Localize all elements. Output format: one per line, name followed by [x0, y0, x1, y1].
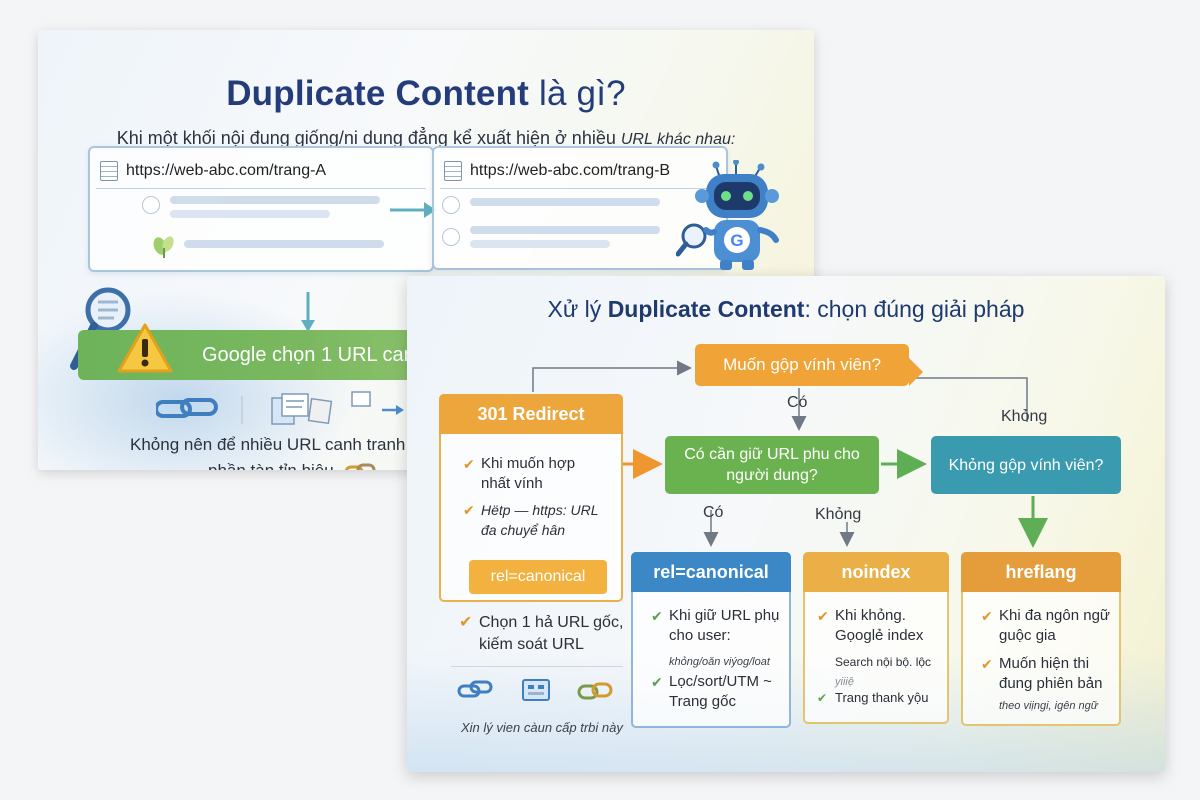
hreflang-item-1-text: Khi đa ngôn ngữ guộc gia: [999, 607, 1110, 644]
solutions-card: Xử lý Duplicate Content: chọn đúng giải …: [407, 276, 1165, 772]
url-bar-b: https://web-abc.com/trang-B: [444, 158, 670, 184]
browser-window-a: https://web-abc.com/trang-A: [88, 146, 434, 272]
label-no-top: Khỏng: [1001, 408, 1048, 425]
canonical-item-2-text: Lọc/sort/UTM ~ Trang gốc: [669, 673, 772, 710]
option-hreflang: hreflang ✔ Khi đa ngôn ngữ guộc gia ✔ Mu…: [961, 552, 1121, 726]
canonical-item-1: ✔ Khi giữ URL phụ cho user: khỏng/oăn vi…: [651, 606, 785, 672]
url-b-text: https://web-abc.com/trang-B: [470, 162, 671, 179]
check-icon: ✔: [817, 608, 829, 624]
check-icon: ✔: [981, 608, 993, 624]
redirect-item-2: ✔ Hëtp — https: URL đa chuyể hân: [463, 500, 617, 540]
redirect-item-2-text: Hëtp — https: URL đa chuyể hân: [481, 502, 599, 538]
check-icon: ✔: [651, 674, 663, 690]
arrow-right-icon: [390, 202, 436, 218]
canonical-title: rel=canonical: [631, 552, 791, 592]
intro-note: Khỏng nên để nhiều URL canh tranh, phần …: [130, 432, 410, 470]
page-icon: [100, 161, 118, 181]
sitemap-icon: [522, 679, 550, 701]
chain-link-icon: [156, 398, 218, 418]
check-icon: ✔: [651, 608, 663, 624]
left-note: ✔ Chọn 1 hả URL gốc, kiếm soát URL: [459, 612, 639, 656]
intro-subtitle: Khi một khối nội đung giống/ni dung đẳng…: [38, 128, 814, 149]
label-no-mid: Khỏng: [815, 506, 862, 523]
label-yes-top: Có: [787, 394, 808, 411]
divider: [451, 666, 623, 667]
hreflang-item-2-text: Muốn hiện thi đung phiên bản: [999, 655, 1103, 692]
placeholder-line: [170, 210, 330, 218]
documents-icon: [271, 393, 333, 425]
noindex-item-1: ✔ Khi khỏng. Gọoglẻ index Search nội bộ.…: [817, 606, 947, 692]
left-note-text: Chọn 1 hả URL gốc, kiếm soát URL: [479, 614, 624, 653]
tool-icons: [457, 679, 613, 701]
placeholder-line: [170, 196, 380, 204]
intro-title-bold: Duplicate Content: [226, 74, 530, 113]
noindex-title: noindex: [803, 552, 949, 592]
canonical-pill: rel=canonical: [469, 560, 607, 594]
intro-note-line1: Khỏng nên để nhiều URL canh tranh,: [130, 435, 411, 454]
url-a-text: https://web-abc.com/trang-A: [126, 162, 327, 179]
placeholder-line: [184, 240, 384, 248]
redirect-item-1: ✔ Khi muốn hợp nhất vính: [463, 454, 601, 494]
solutions-title-bold: Duplicate Content: [607, 296, 805, 322]
solutions-title-part1: Xử lý: [547, 296, 608, 322]
hreflang-item-2: ✔ Muốn hiện thi đung phiên bản theo viịn…: [981, 654, 1119, 716]
placeholder-circle: [442, 228, 460, 246]
url-bar-a: https://web-abc.com/trang-A: [100, 158, 326, 184]
check-icon: ✔: [463, 456, 475, 472]
redirect-title: 301 Redirect: [439, 394, 623, 434]
label-yes-mid: Có: [703, 504, 724, 521]
intro-title-rest: là gì?: [529, 74, 626, 113]
option-noindex: noindex ✔ Khi khỏng. Gọoglẻ index Search…: [803, 552, 949, 724]
noindex-item-2: ✔ Trang thank yộu: [817, 688, 947, 708]
canonical-item-2: ✔ Lọc/sort/UTM ~ Trang gốc: [651, 672, 785, 712]
hreflang-title: hreflang: [961, 552, 1121, 592]
intro-subtitle-text: Khi một khối nội đung giống/ni dung đẳng…: [116, 128, 621, 148]
intro-note-line2: phần tàn tỉn hiệu: [208, 458, 334, 470]
solutions-title: Xử lý Duplicate Content: chọn đúng giải …: [407, 296, 1165, 323]
divider: [440, 188, 720, 189]
check-icon: ✔: [817, 691, 828, 705]
placeholder-circle: [142, 196, 160, 214]
noindex-item-1-small: Search nội bộ. lộc: [835, 655, 932, 669]
chain-link-icon: [457, 680, 493, 698]
footer-note: Xin lý vien càun cấp trbi này: [461, 720, 623, 735]
noindex-item-2-text: Trang thank yộu: [835, 690, 929, 705]
leaf-icon: [153, 236, 174, 258]
solutions-title-part2: : chọn đúng giải pháp: [804, 296, 1025, 322]
hreflang-item-2-small: theo viịngi, igên ngữ: [999, 700, 1098, 712]
question-not-merge: Khỏng gộp vính viên?: [931, 436, 1121, 494]
hreflang-item-1: ✔ Khi đa ngôn ngữ guộc gia: [981, 606, 1115, 646]
noindex-item-1-small2: yiiiệ: [835, 676, 854, 688]
page-icon: [444, 161, 462, 181]
question-merge-permanent: Muốn gộp vính viên?: [695, 344, 923, 386]
intro-note-line2-row: phần tàn tỉn hiệu: [130, 458, 410, 470]
canonical-item-1-text: Khi giữ URL phụ cho user:: [669, 607, 780, 644]
noindex-item-1-text: Khi khỏng. Gọoglẻ index: [835, 607, 924, 644]
redirect-item-1-text: Khi muốn hợp nhất vính: [481, 455, 576, 492]
placeholder-line: [470, 240, 610, 248]
canonical-item-1-small: khỏng/oăn viýog/loat: [669, 656, 770, 668]
broken-link-icon: [344, 463, 376, 470]
check-icon: ✔: [463, 502, 475, 518]
check-icon: ✔: [459, 614, 473, 631]
warning-icon: [117, 323, 173, 373]
intro-title: Duplicate Content là gì?: [38, 74, 814, 114]
arrow-down-icon: [301, 292, 315, 332]
google-robot-icon: G: [676, 160, 779, 270]
check-icon: ✔: [981, 656, 993, 672]
flow-connectors: [532, 360, 1048, 548]
divider: [96, 188, 426, 189]
intro-subtitle-italic: URL khác nhau:: [620, 131, 736, 148]
placeholder-line: [470, 226, 660, 234]
question-keep-secondary-url: Có cần giữ URL phu cho người dung?: [665, 436, 879, 494]
broken-chain-icon: [577, 682, 613, 700]
svg-text:G: G: [730, 231, 743, 250]
placeholder-circle: [442, 196, 460, 214]
placeholder-line: [470, 198, 660, 206]
option-rel-canonical: rel=canonical ✔ Khi giữ URL phụ cho user…: [631, 552, 791, 728]
